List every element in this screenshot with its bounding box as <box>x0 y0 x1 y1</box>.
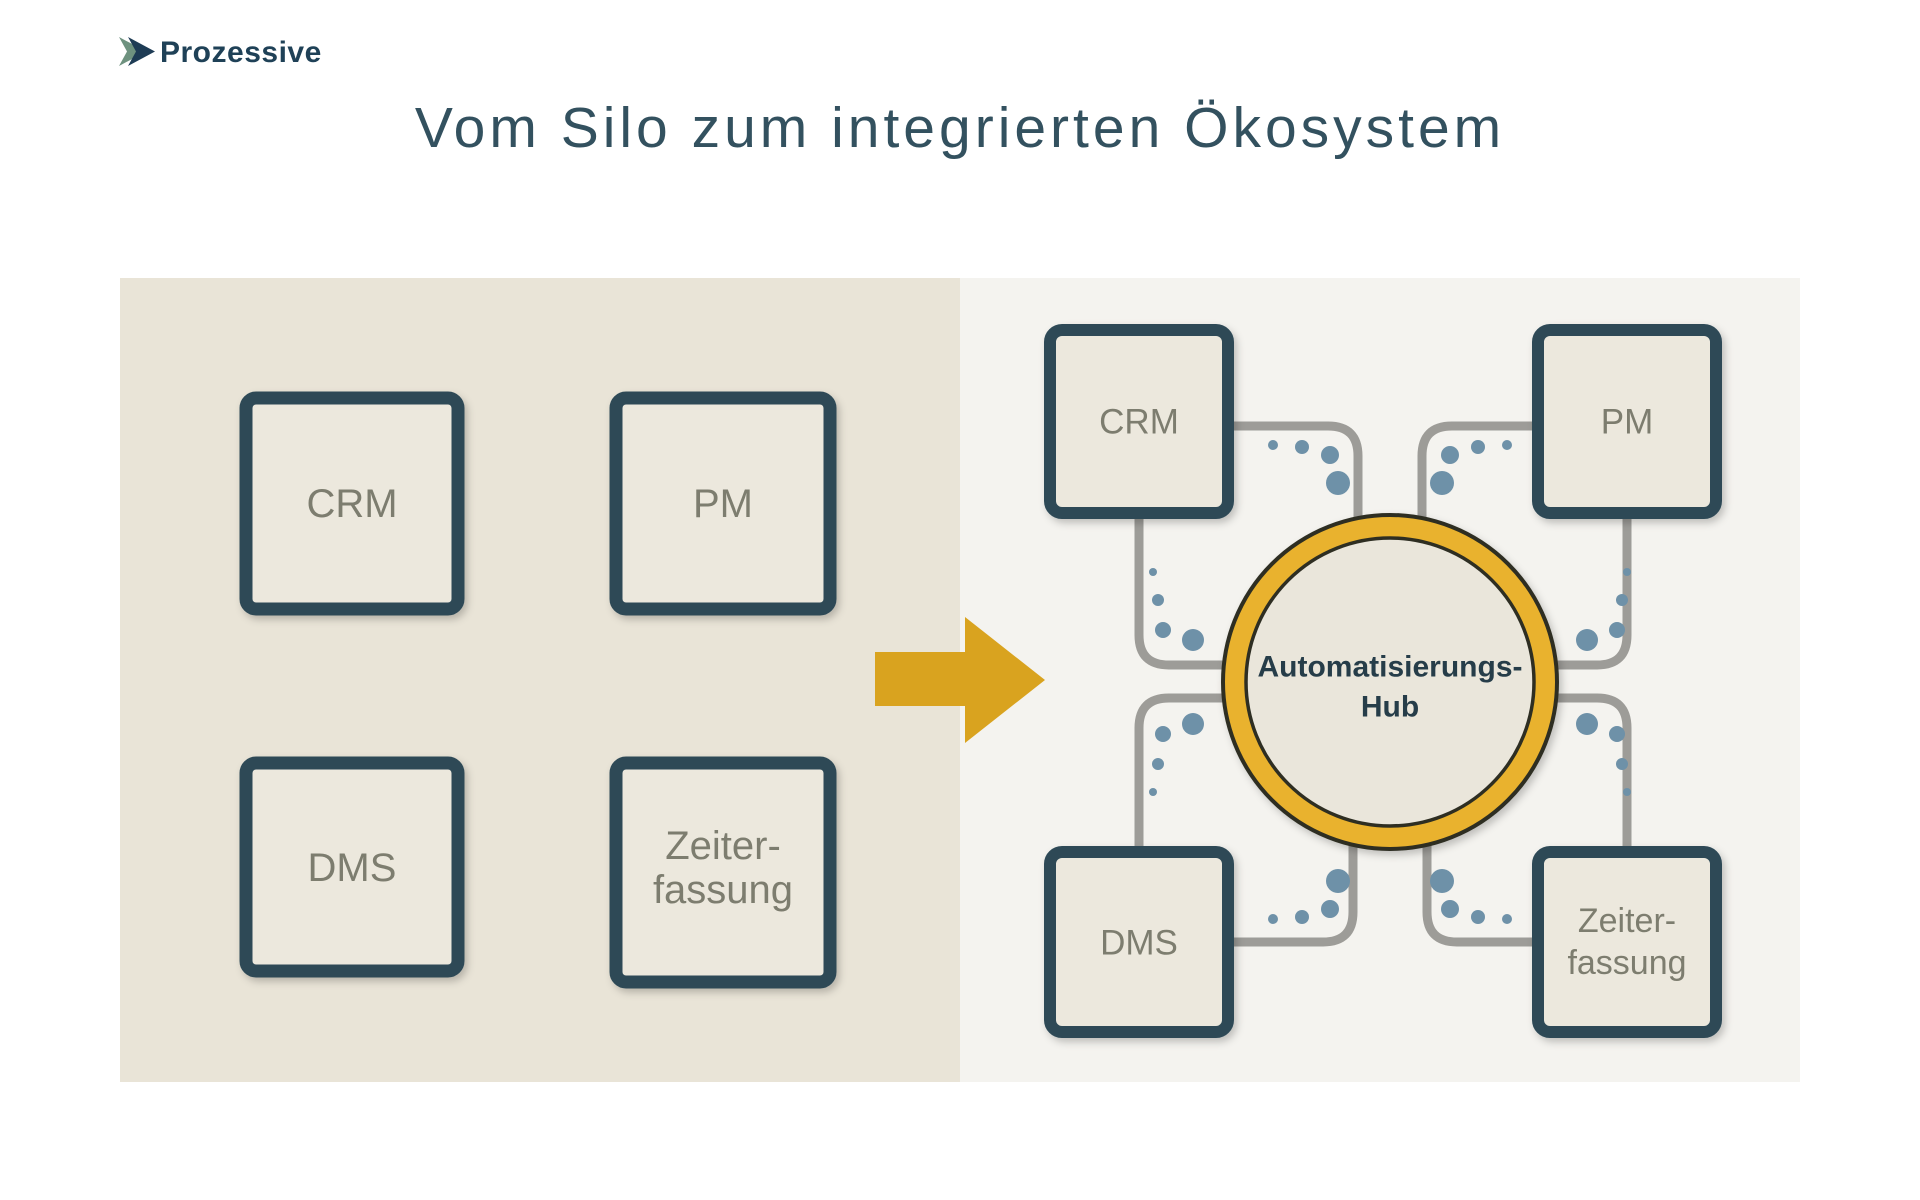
connector-crm-vertical <box>1134 421 1231 670</box>
data-flow-dot <box>1155 622 1171 638</box>
data-flow-dot <box>1502 914 1512 924</box>
hub-label: Automatisierungs- Hub <box>1257 651 1522 724</box>
silo-box-label-dms: DMS <box>308 846 397 890</box>
ecosystem-box-label-zeiterfassung-line1: Zeiter- <box>1578 902 1676 940</box>
data-flow-dot <box>1152 594 1164 606</box>
logo-text: Prozessive <box>160 36 322 69</box>
data-flow-dot <box>1471 440 1485 454</box>
ecosystem-box-label-crm: CRM <box>1099 403 1179 442</box>
connector-zeiterfassung-horizontal <box>1422 838 1632 947</box>
connector-pm-horizontal <box>1417 421 1632 530</box>
data-flow-dot <box>1268 914 1278 924</box>
data-flow-dot <box>1609 622 1625 638</box>
ecosystem-box-crm <box>1044 324 1234 519</box>
data-flow-dot <box>1295 440 1309 454</box>
data-flow-dot <box>1576 629 1598 651</box>
data-flow-dot <box>1616 758 1628 770</box>
hub-inner-circle <box>1244 536 1536 828</box>
data-flow-dot <box>1149 568 1157 576</box>
logo: Prozessive <box>119 36 322 69</box>
silo-box-label-crm: CRM <box>306 482 397 526</box>
data-flow-dot <box>1182 629 1204 651</box>
logo-chevron-back-icon <box>119 37 146 66</box>
silo-box-label-zeiterfassung-line1: Zeiter- <box>665 824 781 868</box>
connector-dms-vertical <box>1134 693 1231 947</box>
silo-box-crm <box>239 391 465 616</box>
ecosystem-boxes <box>1044 324 1722 1038</box>
data-flow-dot <box>1616 594 1628 606</box>
data-flow-dot <box>1149 788 1157 796</box>
hub-connectors <box>1134 421 1632 947</box>
data-flow-dot <box>1326 869 1350 893</box>
automation-hub: Automatisierungs- Hub <box>1221 513 1559 851</box>
data-flow-dot <box>1321 900 1339 918</box>
data-flow-dot <box>1155 726 1171 742</box>
data-flow-dot <box>1609 726 1625 742</box>
data-flow-dot <box>1326 471 1350 495</box>
data-flow-dot <box>1623 788 1631 796</box>
ecosystem-box-label-dms: DMS <box>1100 924 1178 963</box>
ecosystem-box-label-pm: PM <box>1601 403 1654 442</box>
data-flow-dot <box>1321 446 1339 464</box>
silo-box-label-pm: PM <box>693 482 753 526</box>
data-flow-dots <box>1149 440 1631 924</box>
silo-box-zeiterfassung <box>609 756 837 989</box>
hub-label-line1: Automatisierungs- <box>1257 651 1522 684</box>
logo-chevron-front-icon <box>128 37 155 66</box>
data-flow-dot <box>1295 910 1309 924</box>
connector-zeiterfassung-vertical <box>1549 693 1632 947</box>
ecosystem-box-labels: CRM PM DMS Zeiter- fassung <box>1099 403 1686 983</box>
transition-arrow-icon <box>875 617 1045 743</box>
data-flow-dot <box>1152 758 1164 770</box>
data-flow-dot <box>1471 910 1485 924</box>
silo-boxes <box>239 391 837 989</box>
page-title: Vom Silo zum integrierten Ökosystem <box>415 96 1505 160</box>
ecosystem-box-pm <box>1532 324 1722 519</box>
connector-pm-vertical <box>1549 421 1632 670</box>
data-flow-dot <box>1576 713 1598 735</box>
ecosystem-box-dms <box>1044 846 1234 1038</box>
connector-dms-horizontal <box>1134 838 1358 947</box>
data-flow-dot <box>1441 446 1459 464</box>
ecosystem-box-zeiterfassung <box>1532 846 1722 1038</box>
silo-box-labels: CRM PM DMS Zeiter- fassung <box>306 482 793 912</box>
data-flow-dot <box>1441 900 1459 918</box>
ecosystem-box-label-zeiterfassung-line2: fassung <box>1567 944 1686 982</box>
silo-box-dms <box>239 756 465 978</box>
hub-label-line2: Hub <box>1361 691 1419 724</box>
data-flow-dot <box>1268 440 1278 450</box>
data-flow-dot <box>1623 568 1631 576</box>
data-flow-dot <box>1502 440 1512 450</box>
silo-box-label-zeiterfassung-line2: fassung <box>653 868 793 912</box>
connector-crm-horizontal <box>1134 421 1363 530</box>
silo-box-pm <box>609 391 837 616</box>
data-flow-dot <box>1430 869 1454 893</box>
data-flow-dot <box>1182 713 1204 735</box>
data-flow-dot <box>1430 471 1454 495</box>
